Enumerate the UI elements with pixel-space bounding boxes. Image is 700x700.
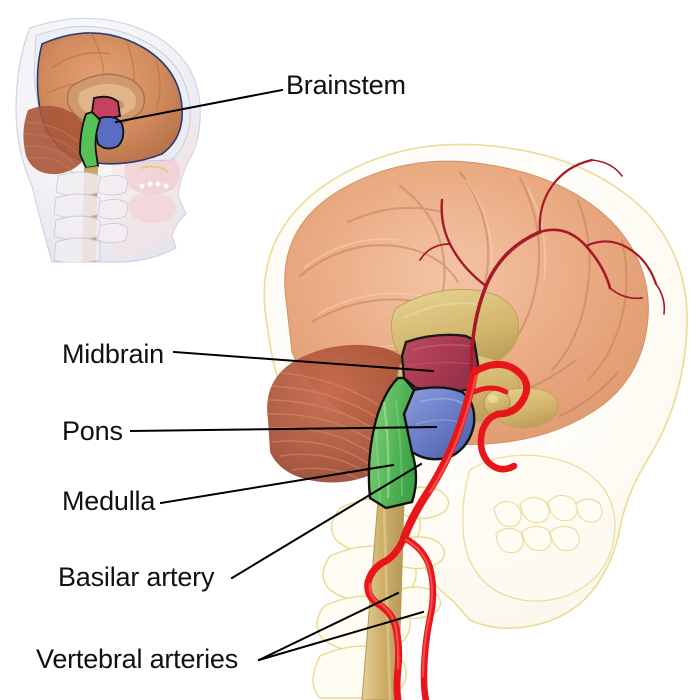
inset-vertebrae <box>53 171 129 262</box>
label-midbrain: Midbrain <box>62 339 164 369</box>
leader-brainstem <box>114 88 284 124</box>
basilar-artery[interactable] <box>364 361 531 586</box>
leader-pons <box>129 425 438 433</box>
label-pons: Pons <box>62 416 123 446</box>
inset-sagittal-head <box>15 17 201 263</box>
leader-lines <box>114 88 438 662</box>
midbrain-segment[interactable] <box>400 333 480 394</box>
label-basilar-artery: Basilar artery <box>58 562 215 592</box>
label-medulla: Medulla <box>62 486 156 516</box>
label-brainstem: Brainstem <box>286 70 406 100</box>
leader-vertebral-1 <box>257 591 400 662</box>
vertebral-arteries-highlight <box>368 374 478 678</box>
medulla-segment[interactable] <box>367 376 418 510</box>
inset-head-contents <box>23 25 197 262</box>
leader-midbrain <box>172 350 435 373</box>
leader-basilar <box>230 462 423 580</box>
leader-vertebral-2 <box>257 610 425 662</box>
label-vertebral-arteries: Vertebral arteries <box>36 644 238 674</box>
teeth <box>493 494 603 554</box>
cerebral-arteries <box>419 158 666 394</box>
leader-medulla <box>159 463 395 505</box>
